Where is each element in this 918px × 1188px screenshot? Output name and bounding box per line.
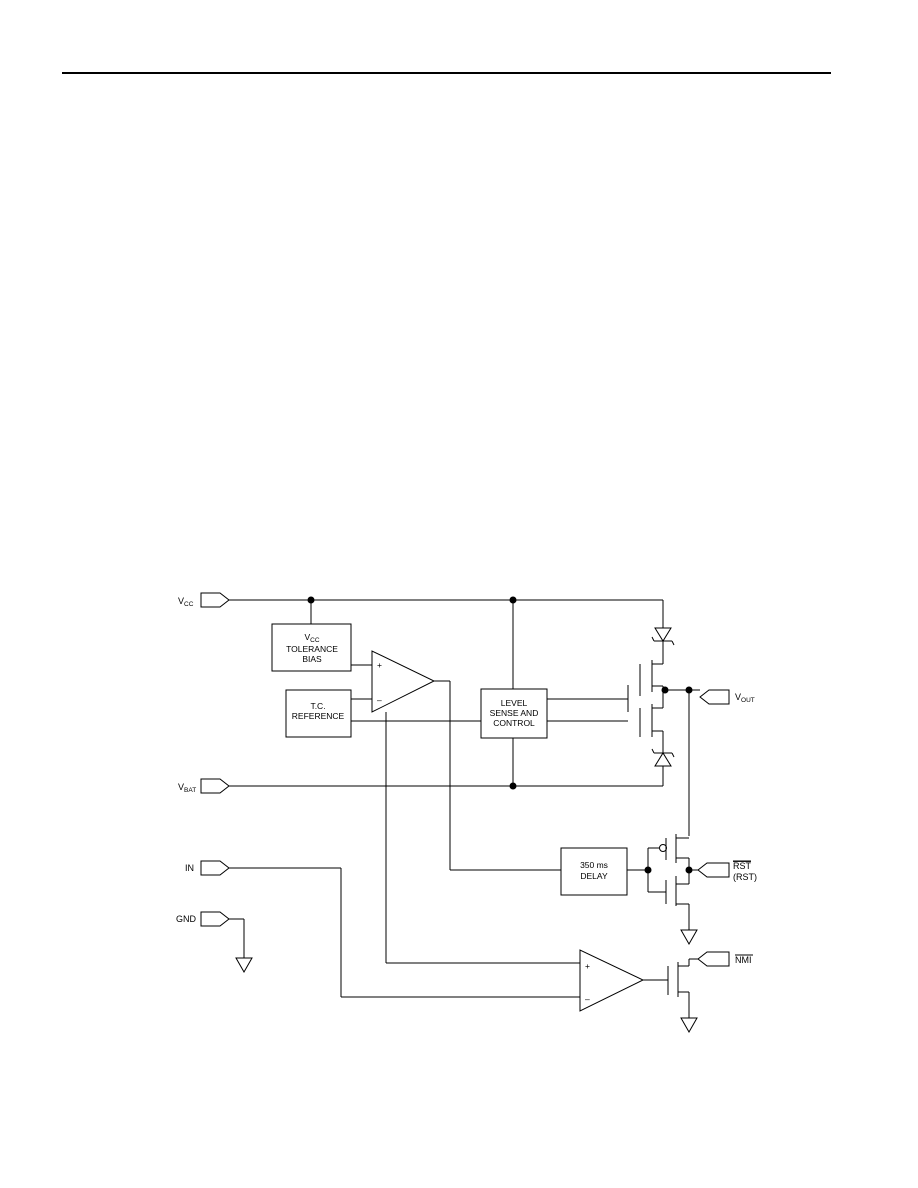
junctions xyxy=(307,596,693,874)
gnd-label: GND xyxy=(176,914,197,924)
svg-text:T.C.: T.C. xyxy=(310,701,325,711)
vbat-switch-transistor xyxy=(639,690,664,748)
tc-reference-block: T.C. REFERENCE xyxy=(285,689,352,738)
vbat-pin: VBAT xyxy=(178,778,230,794)
svg-text:DELAY: DELAY xyxy=(580,871,608,881)
svg-text:REFERENCE: REFERENCE xyxy=(292,711,345,721)
in-label: IN xyxy=(185,863,194,873)
delay-block: 350 ms DELAY xyxy=(560,847,628,896)
rst-output-stage xyxy=(647,834,698,930)
svg-text:SENSE AND: SENSE AND xyxy=(490,708,539,718)
svg-text:350 ms: 350 ms xyxy=(580,860,608,870)
in-pin: IN xyxy=(185,860,230,876)
tolerance-bias-block: VCC TOLERANCE BIAS xyxy=(271,623,352,672)
vcc-switch-transistor xyxy=(627,650,664,712)
svg-text:+: + xyxy=(377,660,382,670)
vout-label: V xyxy=(735,692,741,702)
svg-text:BIAS: BIAS xyxy=(302,654,322,664)
svg-text:TOLERANCE: TOLERANCE xyxy=(286,644,338,654)
rst-alt-label: (RST) xyxy=(733,872,757,882)
svg-text:–: – xyxy=(377,695,382,705)
comparator-nmi: + – xyxy=(579,949,645,1012)
rst-ground-icon xyxy=(680,929,698,946)
rst-pin: RST (RST) xyxy=(697,860,757,882)
gnd-pin: GND xyxy=(176,911,230,927)
svg-text:–: – xyxy=(585,994,590,1004)
vcc-pin: VCC xyxy=(178,592,230,608)
vbat-label: V xyxy=(178,782,184,792)
rst-label: RST xyxy=(733,861,752,871)
comparator-vcc: + – xyxy=(371,650,436,713)
svg-text:VBAT: VBAT xyxy=(178,782,196,794)
vcc-label: V xyxy=(178,596,184,606)
nmi-label: NMI xyxy=(735,955,752,965)
svg-text:LEVEL: LEVEL xyxy=(501,698,528,708)
nmi-pin: NMI xyxy=(697,951,753,967)
header-rule xyxy=(62,72,831,74)
vbat-diode xyxy=(651,748,675,767)
svg-text:CONTROL: CONTROL xyxy=(493,718,535,728)
level-sense-block: LEVEL SENSE AND CONTROL xyxy=(480,688,548,739)
nmi-ground-icon xyxy=(680,1017,698,1034)
vcc-diode xyxy=(651,627,675,650)
nmi-output-transistor xyxy=(667,958,698,1018)
svg-text:VCC: VCC xyxy=(304,632,319,644)
wires xyxy=(229,599,700,998)
gnd-ground-icon xyxy=(235,957,253,974)
svg-text:VCC: VCC xyxy=(178,596,194,608)
vout-pin: VOUT xyxy=(699,689,755,705)
svg-text:+: + xyxy=(585,961,590,971)
svg-text:VOUT: VOUT xyxy=(735,692,755,704)
